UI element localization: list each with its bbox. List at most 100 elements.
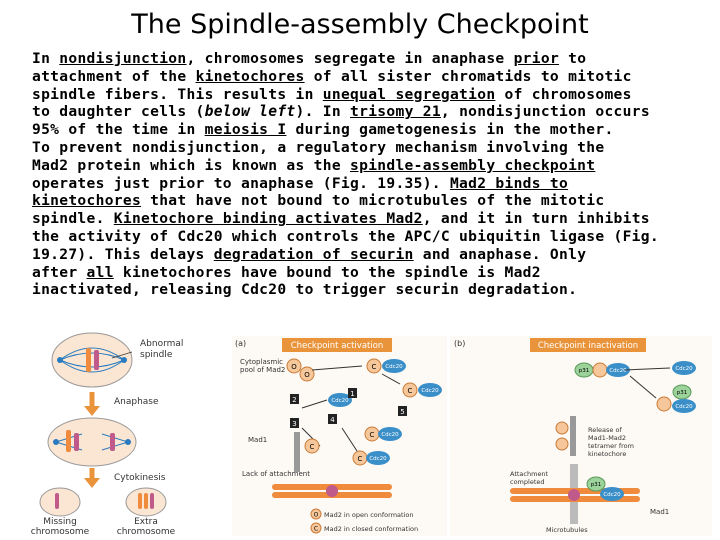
label-extra-2: chromosome (117, 527, 176, 535)
legend-open: Mad2 in open conformation (324, 511, 413, 519)
label-extra-1: Extra (134, 517, 158, 527)
checkpoint-inactivation-figure: (b) Checkpoint inactivation p31 Cdc20 Cd… (450, 336, 712, 536)
release-2: Mad1-Mad2 (588, 434, 626, 442)
label-missing-1: Missing (43, 517, 77, 527)
release-4: kinetochore (588, 450, 626, 458)
text-l1a: In (32, 50, 60, 67)
text-l3c: of chromosomes (495, 85, 632, 103)
cyto-pool-2: pool of Mad2 (240, 366, 285, 374)
activation-header-bar (282, 338, 392, 352)
text-l9b: that have not bound to microtubules of t… (141, 192, 605, 210)
text-l12c: and anaphase. Only (413, 245, 587, 263)
cdc20-b-free: Cdc20 (672, 361, 696, 375)
term-nondisjunction: nondisjunction (59, 50, 187, 67)
p31-complex-1: p31 Cdc20 (574, 362, 630, 378)
text-l10a: spindle. (32, 210, 114, 228)
cdc20-b-1: Cdc20 (609, 368, 627, 374)
mad2-open-1: O (286, 358, 302, 374)
release-1: Release of (588, 426, 622, 434)
cdc20-label-1: Cdc20 (385, 364, 403, 370)
cdc20-complex-3: C Cdc20 (364, 426, 402, 442)
legend-c: C (314, 526, 318, 533)
term-trisomy-21: trisomy 21 (350, 103, 441, 121)
c-label-5: C (310, 443, 315, 451)
term-kinetochores-2: kinetochores (32, 192, 142, 210)
label-abnormal-spindle-1: Abnormal (140, 339, 183, 349)
c-label-3: C (370, 431, 375, 439)
release-3: tetramer from (588, 442, 634, 450)
text-l2a: attachment of the (32, 67, 196, 85)
term-spindle-assembly-checkpoint: spindle-assembly checkpoint (350, 156, 596, 174)
step-4: 4 (330, 416, 335, 424)
label-missing-2: chromosome (31, 527, 90, 535)
mad2-closed-bound: C (304, 438, 320, 454)
term-unequal-segregation: unequal segregation (322, 85, 496, 103)
inactivation-header-bar (530, 338, 646, 352)
label-abnormal-spindle-2: spindle (140, 350, 173, 360)
page-title: The Spindle-assembly Checkpoint (131, 9, 589, 40)
p31-label-1: p31 (579, 368, 590, 374)
p31-complex-2: p31 Cdc20 (656, 384, 696, 413)
term-kinetochores: kinetochores (195, 67, 305, 85)
text-l14: inactivated, releasing Cdc20 to trigger … (32, 281, 578, 299)
activation-header: Checkpoint activation (291, 341, 384, 351)
term-meiosis-i: meiosis I (204, 121, 287, 139)
legend-o: O (314, 512, 319, 519)
cell-missing (39, 487, 81, 517)
mad1-b-label: Mad1 (650, 508, 669, 516)
cell-anaphase (47, 417, 137, 467)
nondisjunction-figure: Abnormal spindle Anaphase Cytokinesis Mi… (31, 332, 183, 535)
p31-label-2: p31 (677, 390, 688, 396)
step-3: 3 (292, 420, 296, 428)
text-l13c: kinetochores have bound to the spindle i… (113, 263, 541, 281)
cdc20-free: Cdc20 (328, 393, 352, 407)
panel-b-label: (b) (454, 339, 465, 348)
term-below-left: below left (204, 103, 296, 121)
cdc20-b-3: Cdc20 (675, 404, 693, 410)
term-degradation-of-securin: degradation of securin (213, 245, 414, 263)
term-prior: prior (513, 50, 560, 67)
text-l4e: , nondisjunction occurs (440, 103, 650, 121)
microtubules-label: Microtubules (546, 526, 588, 534)
cell-abnormal-spindle (51, 332, 133, 388)
term-all: all (86, 263, 114, 281)
text-l1c: , chromosomes segregate in anaphase (186, 50, 514, 67)
cdc20-b-2: Cdc20 (675, 366, 693, 372)
mad1-label: Mad1 (248, 436, 267, 444)
mad1-bar (294, 432, 300, 472)
text-l11: the activity of Cdc20 which controls the… (32, 227, 659, 245)
c-label-4: C (358, 455, 363, 463)
cdc20-label-3: Cdc20 (331, 398, 349, 404)
lack-attachment-label: Lack of attachment (242, 470, 310, 478)
body-paragraph: In nondisjunction, chromosomes segregate… (32, 50, 720, 299)
p31-label-3: p31 (591, 482, 602, 488)
mad2-open-2: O (299, 366, 315, 382)
text-l4a: to daughter cells ( (32, 103, 205, 121)
text-l5c: during gametogenesis in the mother. (286, 121, 614, 139)
cdc20-b-4: Cdc20 (603, 492, 621, 498)
o-label-1: O (291, 363, 297, 371)
inactivation-header: Checkpoint inactivation (538, 341, 638, 351)
text-l8a: operates just prior to anaphase (Fig. 19… (32, 174, 450, 192)
text-l1e: to (559, 50, 587, 67)
chromosome-unattached (272, 484, 392, 498)
legend-closed: Mad2 in closed conformation (324, 525, 418, 533)
cdc20-label-5: Cdc20 (369, 456, 387, 462)
checkpoint-activation-figure: (a) Checkpoint activation Cytoplasmic po… (232, 336, 447, 536)
text-l6: To prevent nondisjunction, a regulatory … (32, 138, 605, 156)
text-l5a: 95% of the time in (32, 121, 205, 139)
step-5: 5 (400, 408, 404, 416)
text-l12a: 19.27). This delays (32, 245, 214, 263)
text-l7a: Mad2 protein which is known as the (32, 156, 351, 174)
cell-extra (125, 487, 167, 517)
step-1: 1 (350, 390, 354, 398)
label-cytokinesis: Cytokinesis (114, 473, 166, 483)
step-badges: 1 2 3 4 5 (290, 388, 407, 428)
cdc20-label-4: Cdc20 (381, 432, 399, 438)
text-l2c: of all sister chromatids to mitotic (304, 67, 632, 85)
mad1-mad2-tetramer (555, 416, 576, 456)
c-label-1: C (372, 363, 377, 371)
step-2: 2 (292, 396, 296, 404)
text-l4c: ). In (295, 103, 351, 121)
cdc20-complex-1: C Cdc20 (366, 358, 406, 374)
